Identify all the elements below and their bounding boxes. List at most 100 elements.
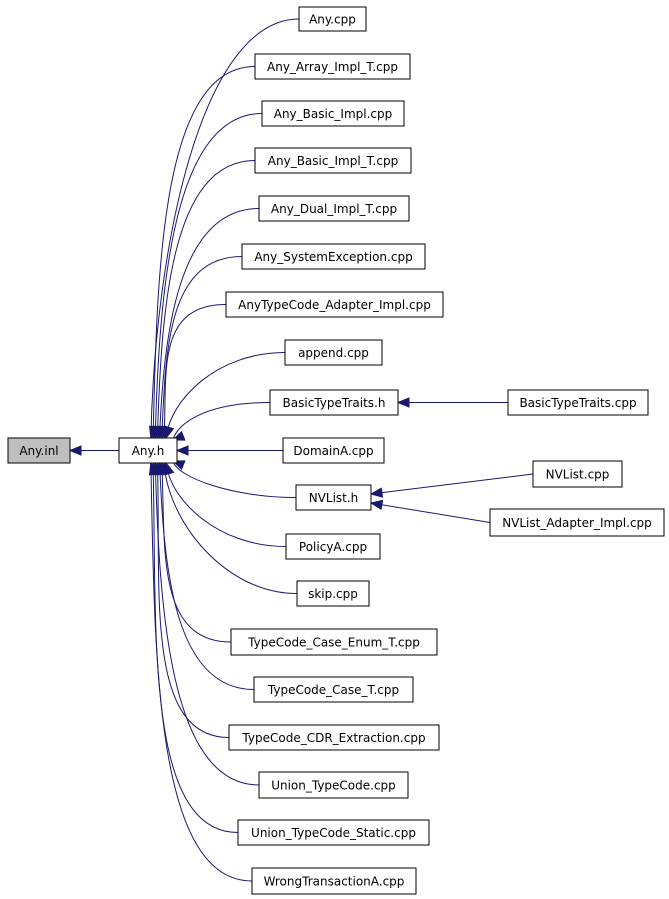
node-box xyxy=(261,100,405,127)
node-label: Any_Basic_Impl_T.cpp xyxy=(268,154,398,168)
node-label: WrongTransactionA.cpp xyxy=(264,875,405,889)
include-edge xyxy=(154,462,260,786)
node-box xyxy=(258,195,410,222)
include-edge xyxy=(163,462,298,594)
node-label: Any.inl xyxy=(19,444,58,458)
node-any-array-impl-t-cpp[interactable]: Any_Array_Impl_T.cpp xyxy=(254,53,411,80)
node-box xyxy=(7,437,71,464)
arrowhead xyxy=(175,445,189,456)
include-edge xyxy=(163,304,227,439)
node-box xyxy=(489,508,665,537)
node-box xyxy=(258,771,409,799)
node-wrongtransactiona-cpp[interactable]: WrongTransactionA.cpp xyxy=(251,867,417,895)
include-edge xyxy=(370,473,534,495)
node-box xyxy=(295,484,372,511)
node-label: PolicyA.cpp xyxy=(299,540,367,554)
node-box xyxy=(282,437,385,464)
node-label: BasicTypeTraits.h xyxy=(283,396,386,410)
node-nvlist-adapter-impl-cpp[interactable]: NVList_Adapter_Impl.cpp xyxy=(489,508,665,537)
include-edge xyxy=(150,462,253,882)
node-label: Any_Basic_Impl.cpp xyxy=(274,107,393,121)
node-nvlist-cpp[interactable]: NVList.cpp xyxy=(532,460,623,488)
edge-layer xyxy=(68,18,534,882)
include-edge xyxy=(152,66,256,439)
node-union-typecode-cpp[interactable]: Union_TypeCode.cpp xyxy=(258,771,409,799)
node-any-basic-impl-cpp[interactable]: Any_Basic_Impl.cpp xyxy=(261,100,405,127)
node-label: Union_TypeCode_Static.cpp xyxy=(251,826,416,840)
node-box xyxy=(225,291,444,318)
node-basictypetraits-cpp[interactable]: BasicTypeTraits.cpp xyxy=(507,389,649,416)
arrowhead xyxy=(148,461,160,476)
include-edge xyxy=(156,160,256,439)
node-box xyxy=(298,6,367,32)
node-skip-cpp[interactable]: skip.cpp xyxy=(296,580,370,607)
node-label: NVList.h xyxy=(309,491,359,505)
node-typecode-case-t-cpp[interactable]: TypeCode_Case_T.cpp xyxy=(253,676,414,703)
node-any-basic-impl-t-cpp[interactable]: Any_Basic_Impl_T.cpp xyxy=(254,147,412,174)
node-any-systemexception-cpp[interactable]: Any_SystemException.cpp xyxy=(241,243,426,270)
node-any-dual-impl-t-cpp[interactable]: Any_Dual_Impl_T.cpp xyxy=(258,195,410,222)
arrowhead xyxy=(369,487,384,498)
node-nvlist-h[interactable]: NVList.h xyxy=(295,484,372,511)
node-box xyxy=(118,437,178,464)
node-label: Union_TypeCode.cpp xyxy=(271,779,396,793)
node-union-typecode-static-cpp[interactable]: Union_TypeCode_Static.cpp xyxy=(237,819,430,846)
node-label: DomainA.cpp xyxy=(293,444,373,458)
arrowhead xyxy=(396,397,410,408)
node-label: Any_SystemException.cpp xyxy=(254,250,412,264)
node-domaina-cpp[interactable]: DomainA.cpp xyxy=(282,437,385,464)
include-edge xyxy=(154,113,263,439)
node-append-cpp[interactable]: append.cpp xyxy=(284,339,383,366)
node-label: NVList_Adapter_Impl.cpp xyxy=(502,516,652,530)
node-typecode-case-enum-t-cpp[interactable]: TypeCode_Case_Enum_T.cpp xyxy=(230,628,438,656)
node-box xyxy=(507,389,649,416)
node-layer: Any.inl Any.h Any.cppAny_Array_Impl_T.cppA… xyxy=(7,6,665,895)
include-edge xyxy=(370,502,491,523)
node-box xyxy=(230,628,438,656)
node-anytypecode-adapter-impl-cpp[interactable]: AnyTypeCode_Adapter_Impl.cpp xyxy=(225,291,444,318)
arrowhead xyxy=(369,499,384,511)
node-label: Any.h xyxy=(132,444,165,458)
include-edge xyxy=(172,402,271,441)
node-box xyxy=(228,724,440,751)
include-edge xyxy=(156,462,230,738)
node-box xyxy=(237,819,430,846)
include-edge xyxy=(159,462,255,690)
node-box xyxy=(254,53,411,80)
node-box xyxy=(269,389,399,416)
node-any-cpp[interactable]: Any.cpp xyxy=(298,6,367,32)
include-edge xyxy=(165,352,286,439)
node-box xyxy=(284,339,383,366)
include-edge xyxy=(165,462,287,547)
include-edge xyxy=(159,208,260,439)
node-typecode-cdr-extraction-cpp[interactable]: TypeCode_CDR_Extraction.cpp xyxy=(228,724,440,751)
node-label: AnyTypeCode_Adapter_Impl.cpp xyxy=(238,298,431,312)
node-label: BasicTypeTraits.cpp xyxy=(519,396,636,410)
node-box xyxy=(251,867,417,895)
node-label: Any_Dual_Impl_T.cpp xyxy=(271,202,397,216)
include-edge xyxy=(161,256,243,439)
include-edge xyxy=(172,460,297,498)
node-label: Any_Array_Impl_T.cpp xyxy=(267,60,398,74)
node-box xyxy=(241,243,426,270)
node-label: NVList.cpp xyxy=(546,468,610,482)
include-edge xyxy=(150,18,300,439)
node-policya-cpp[interactable]: PolicyA.cpp xyxy=(285,533,381,560)
node-label: Any.cpp xyxy=(309,13,356,27)
arrowhead xyxy=(68,445,82,456)
include-edge xyxy=(161,462,232,643)
node-any-inl[interactable]: Any.inl xyxy=(7,437,71,464)
node-box xyxy=(532,460,623,488)
node-basictypetraits-h[interactable]: BasicTypeTraits.h xyxy=(269,389,399,416)
node-box xyxy=(253,676,414,703)
node-label: TypeCode_Case_T.cpp xyxy=(267,683,399,697)
node-box xyxy=(296,580,370,607)
node-label: skip.cpp xyxy=(308,587,358,601)
node-box xyxy=(254,147,412,174)
node-any-h[interactable]: Any.h xyxy=(118,437,178,464)
node-label: TypeCode_Case_Enum_T.cpp xyxy=(247,636,420,650)
arrowhead xyxy=(164,425,175,440)
include-edge xyxy=(152,462,239,833)
node-box xyxy=(285,533,381,560)
